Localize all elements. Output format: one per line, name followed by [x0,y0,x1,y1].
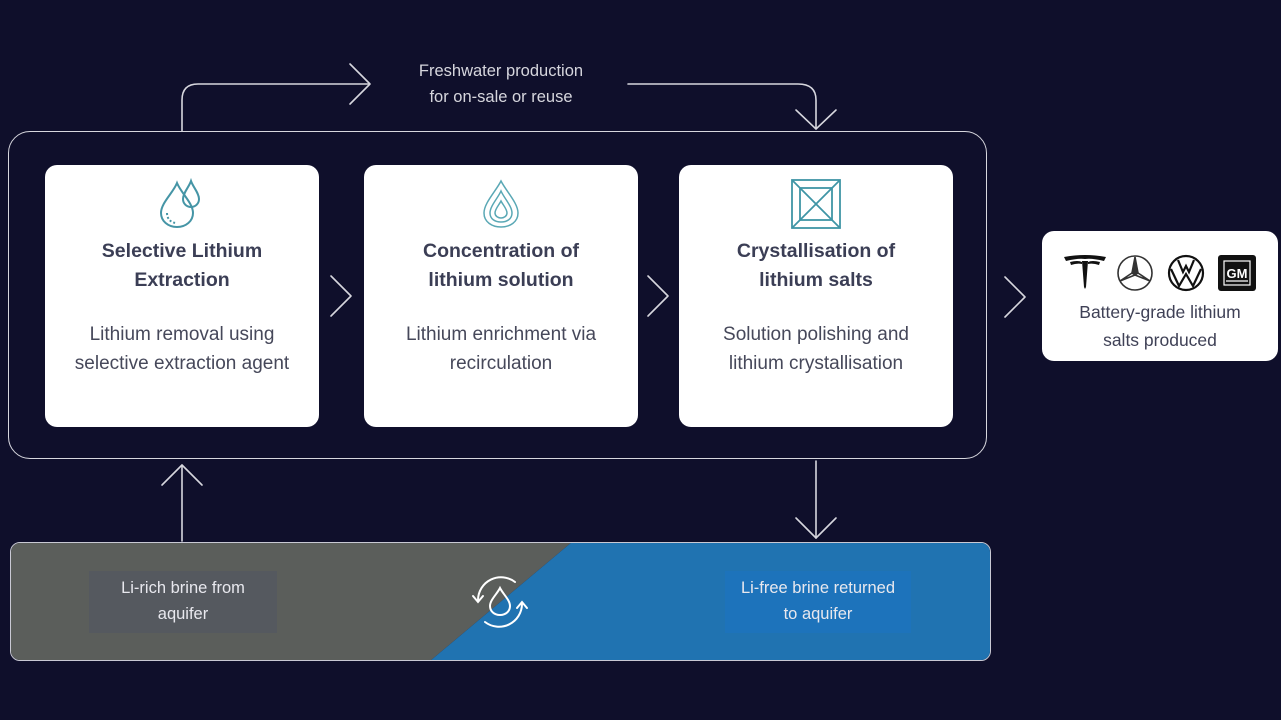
step-desc-line1: Solution polishing and [723,324,909,345]
step1-to-step2-chevron [330,275,352,317]
output-caption-line1: Battery-grade lithium [1079,302,1241,322]
step-title-line1: Concentration of [423,240,579,262]
rich-brine-label-line2: aquifer [157,605,209,623]
concentric-droplet-icon [364,177,638,231]
step-title: Concentration of lithium solution [374,237,628,295]
process-frame [8,131,987,459]
step-desc-line2: recirculation [449,353,553,374]
step-desc-line2: selective extraction agent [74,353,290,374]
step-description: Lithium removal using selective extracti… [53,320,311,378]
crystal-cube-icon [679,177,953,231]
rich-brine-label-line1: Li-rich brine from [121,579,245,597]
step-card-concentration: Concentration of lithium solution Lithiu… [364,165,638,427]
step3-to-output-chevron [1004,276,1026,318]
gm-logo-text: GM [1227,266,1248,281]
step-title-line1: Selective Lithium [101,240,263,262]
output-card: GM Battery-grade lithium salts produced [1042,231,1278,361]
step-card-selective-extraction: Selective Lithium Extraction Lithium rem… [45,165,319,427]
step-title-line2: Extraction [134,269,230,291]
freshwater-return-arrowhead [795,109,837,130]
step-card-crystallisation: Crystallisation of lithium salts Solutio… [679,165,953,427]
volkswagen-logo [1167,254,1205,292]
free-brine-label-line1: Li-free brine returned [740,579,896,597]
step-desc-line2: lithium crystallisation [728,353,904,374]
step-title-line2: lithium salts [759,269,873,291]
free-brine-label: Li-free brine returned to aquifer [725,571,911,633]
step-title-line1: Crystallisation of [736,240,896,262]
step-title-line2: lithium solution [428,269,574,291]
recycle-droplet-icon [472,576,528,628]
automaker-logos: GM [1042,249,1278,293]
mercedes-benz-logo [1117,255,1153,291]
rich-brine-label: Li-rich brine from aquifer [89,571,277,633]
freshwater-outflow-line [181,83,369,132]
freshwater-return-line [627,83,817,129]
step2-to-step3-chevron [647,275,669,317]
freshwater-label-line1: Freshwater production [418,62,584,80]
step-desc-line1: Lithium enrichment via [405,324,597,345]
free-brine-label-line2: to aquifer [783,605,853,623]
step-desc-line1: Lithium removal using [89,324,275,345]
step-description: Solution polishing and lithium crystalli… [687,320,945,378]
step-title: Selective Lithium Extraction [55,237,309,295]
freshwater-label-line2: for on-sale or reuse [429,88,573,106]
gm-logo: GM [1218,255,1256,291]
brine-return-arrowhead [795,517,837,539]
freshwater-label: Freshwater production for on-sale or reu… [388,58,614,110]
output-caption: Battery-grade lithium salts produced [1048,298,1272,354]
brine-intake-arrowhead [161,464,203,486]
water-droplets-icon [45,177,319,231]
step-title: Crystallisation of lithium salts [689,237,943,295]
step-description: Lithium enrichment via recirculation [372,320,630,378]
freshwater-outflow-arrowhead [349,63,371,105]
output-caption-line2: salts produced [1103,330,1217,350]
tesla-logo [1064,255,1106,289]
